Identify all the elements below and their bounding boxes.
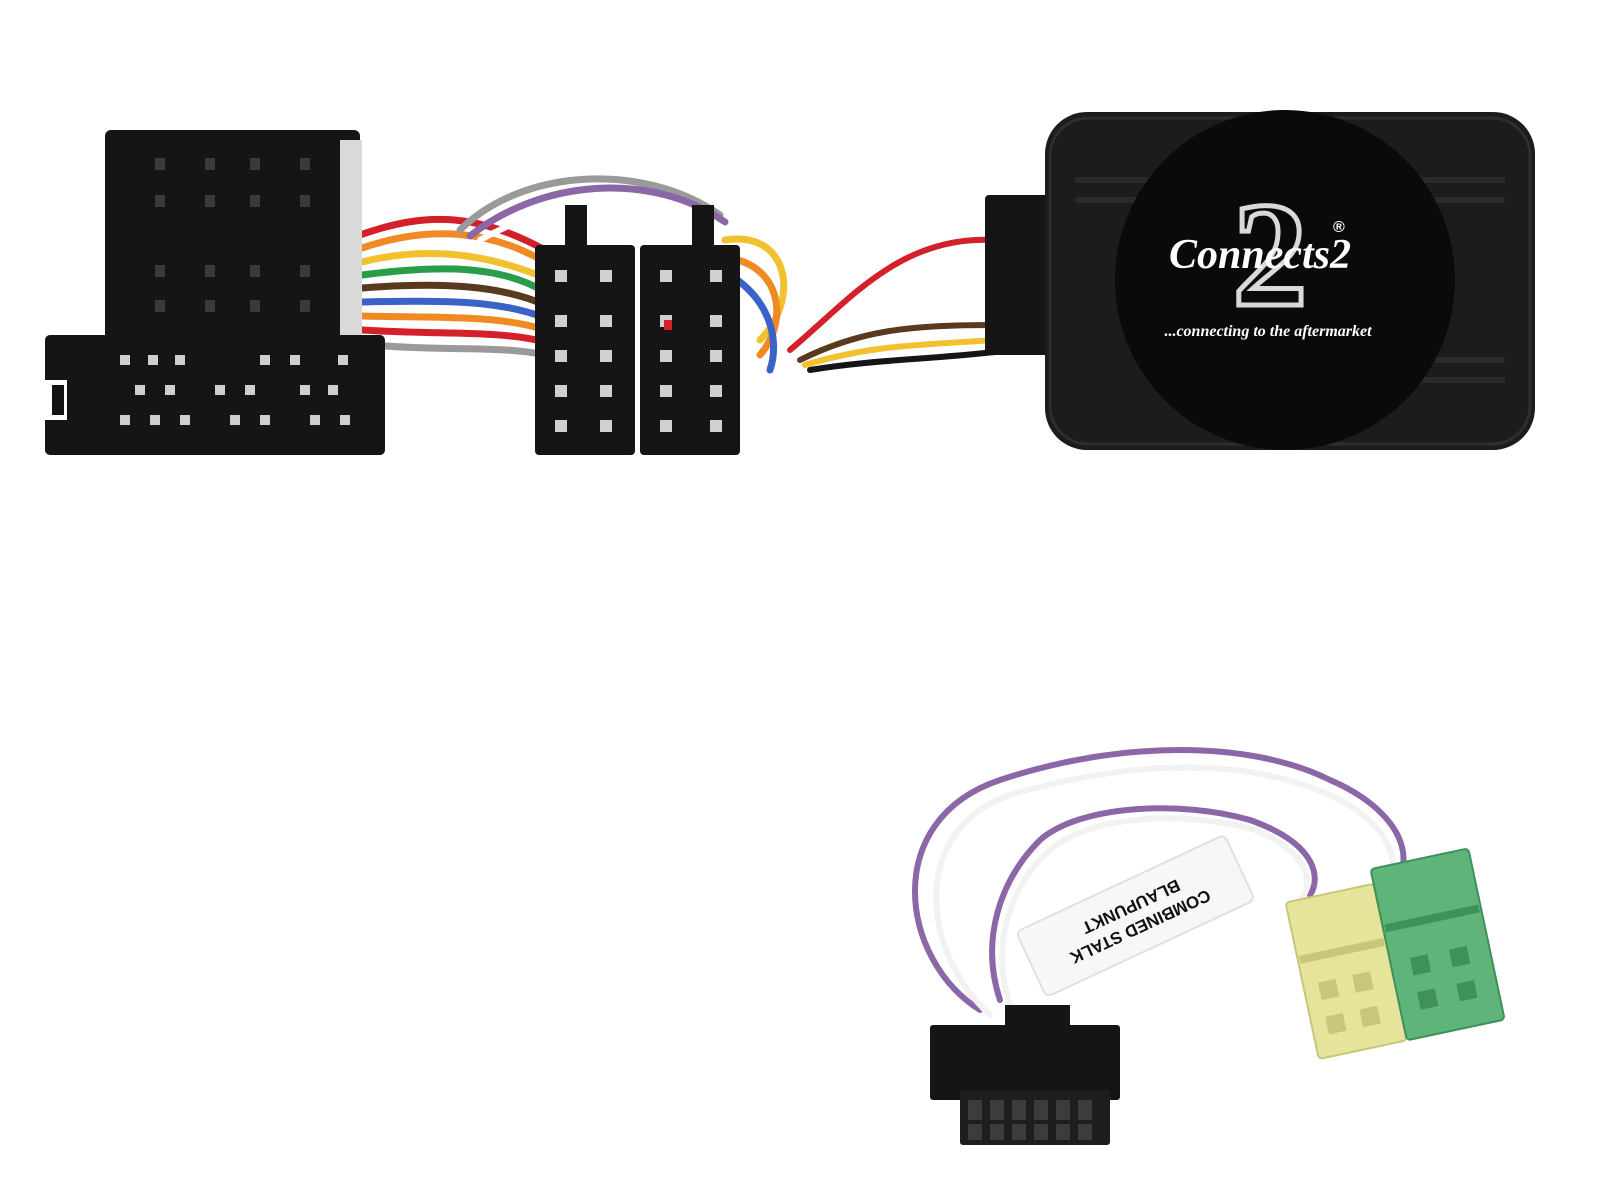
wire-loom-module (787, 236, 998, 373)
interface-module-icon: 2 Connects2 ® ...connecting to the after… (985, 110, 1535, 450)
mini-iso-connector-icon (1285, 848, 1505, 1060)
molex-plug-icon (930, 1005, 1120, 1145)
patch-lead-wires (912, 747, 1407, 1018)
iso-connector-icon (535, 205, 740, 455)
wire-loom-main (356, 175, 787, 374)
logo-numeral: 2 (1233, 172, 1308, 338)
module-brand-logo: Connects2 (1169, 232, 1351, 278)
patch-lead-label: COMBINED STALK BLAUPUNKT (1016, 835, 1254, 997)
registered-mark: ® (1333, 219, 1345, 236)
module-tagline: ...connecting to the aftermarket (1164, 323, 1372, 340)
quadlock-connector-icon (45, 130, 385, 455)
